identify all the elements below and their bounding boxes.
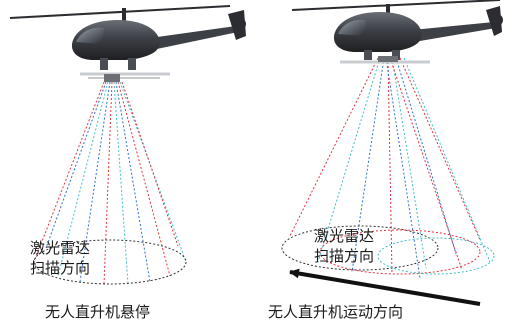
hover-caption: 无人直升机悬停 [45,303,151,321]
main-rotor [291,0,501,11]
hover-scan-label-line1: 激光雷达 [30,239,91,257]
hover-scan-ellipse [33,239,187,285]
hover-helicopter [9,5,246,82]
motion-direction-arrow [289,268,481,306]
tail-fin [228,10,246,40]
moving-scan-label-line1: 激光雷达 [314,227,375,245]
tail-boom [412,22,496,42]
moving-helicopter [291,0,503,64]
hover-scan-label: 激光雷达 扫描方向 [30,238,90,278]
moving-scan-ellipse-3 [377,237,495,275]
moving-laser-beams [289,57,491,279]
moving-caption: 无人直升机运动方向 [268,303,404,321]
hover-panel [9,5,246,285]
tail-fin [486,6,502,36]
main-rotor [9,5,231,19]
tail-boom [150,26,238,50]
moving-scan-ellipse-1 [281,225,439,271]
moving-scan-label-line2: 扫描方向 [314,247,375,265]
moving-panel [281,0,503,306]
hover-scan-label-line2: 扫描方向 [30,259,91,277]
moving-scan-ellipse-2 [319,229,481,275]
hover-laser-beams [33,81,187,285]
lidar-sensor [378,56,398,62]
moving-scan-label: 激光雷达 扫描方向 [314,226,374,266]
lidar-sensor [104,74,120,82]
